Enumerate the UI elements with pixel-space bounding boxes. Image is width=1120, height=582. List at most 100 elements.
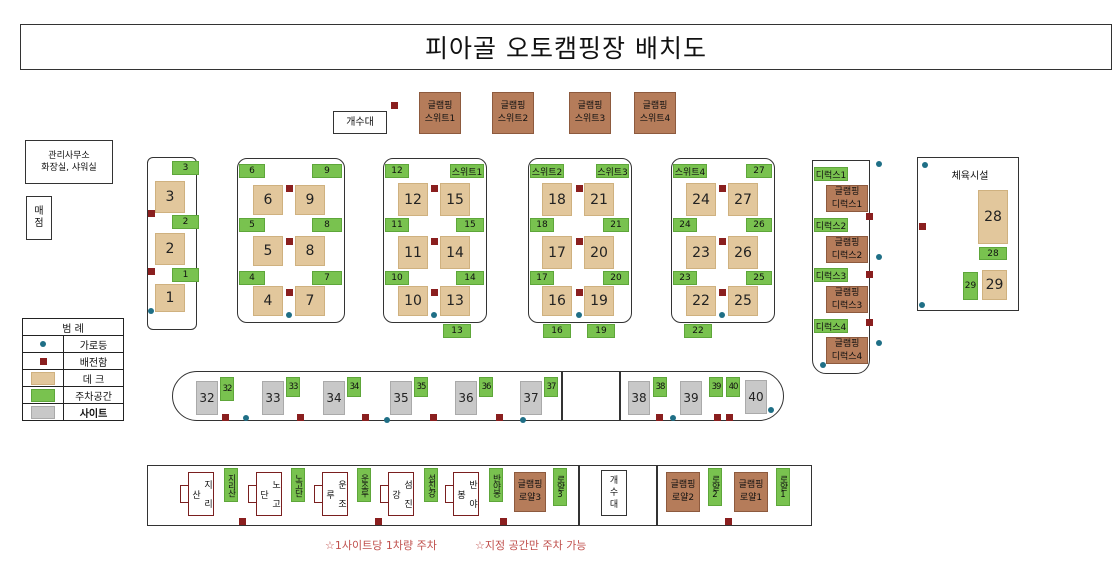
parking-nogodan[interactable]: 노고단: [291, 468, 305, 502]
parking-36[interactable]: 36: [479, 377, 493, 397]
glamping-suite-1[interactable]: 글램핑 스위트1: [419, 92, 461, 134]
parking-royal2[interactable]: 로얄2: [708, 468, 722, 506]
parking-8[interactable]: 8: [312, 218, 342, 232]
parking-suite4[interactable]: 스위트4: [673, 164, 707, 178]
deck-13[interactable]: 13: [440, 286, 470, 316]
site-35[interactable]: 35: [390, 381, 412, 415]
parking-11[interactable]: 11: [385, 218, 409, 232]
parking-27[interactable]: 27: [746, 164, 772, 178]
parking-deluxe4[interactable]: 디럭스4: [814, 319, 848, 333]
glamping-royal-2[interactable]: 글램핑 로얄2: [666, 472, 700, 512]
parking-banyabong[interactable]: 반야봉: [489, 468, 503, 502]
glamping-deluxe-2[interactable]: 글램핑 디럭스2: [826, 236, 868, 263]
glamping-deluxe-1[interactable]: 글램핑 디럭스1: [826, 185, 868, 212]
parking-4[interactable]: 4: [239, 271, 265, 285]
site-38[interactable]: 38: [628, 381, 650, 415]
parking-royal3[interactable]: 로얄3: [553, 468, 567, 506]
deck-15[interactable]: 15: [440, 183, 470, 216]
parking-21[interactable]: 21: [603, 218, 629, 232]
deck-20[interactable]: 20: [584, 236, 614, 269]
hut-jirisan[interactable]: 지 리 산: [188, 472, 214, 516]
deck-14[interactable]: 14: [440, 236, 470, 269]
deck-8[interactable]: 8: [295, 236, 325, 266]
parking-20[interactable]: 20: [603, 271, 629, 285]
parking-2[interactable]: 2: [172, 215, 199, 229]
parking-suite1[interactable]: 스위트1: [450, 164, 484, 178]
deck-25[interactable]: 25: [728, 286, 758, 316]
parking-unjoru[interactable]: 운조루: [357, 468, 371, 502]
parking-deluxe1[interactable]: 디럭스1: [814, 167, 848, 181]
parking-37[interactable]: 37: [544, 377, 558, 397]
deck-9[interactable]: 9: [295, 185, 325, 215]
glamping-suite-2[interactable]: 글램핑 스위트2: [492, 92, 534, 134]
deck-17[interactable]: 17: [542, 236, 572, 269]
parking-10[interactable]: 10: [385, 271, 409, 285]
parking-royal1[interactable]: 로얄1: [776, 468, 790, 506]
glamping-suite-3[interactable]: 글램핑 스위트3: [569, 92, 611, 134]
hut-nogodan[interactable]: 노 고 단: [256, 472, 282, 516]
parking-28[interactable]: 28: [979, 247, 1007, 260]
deck-1[interactable]: 1: [155, 284, 185, 312]
deck-12[interactable]: 12: [398, 183, 428, 216]
deck-6[interactable]: 6: [253, 185, 283, 215]
parking-17[interactable]: 17: [530, 271, 554, 285]
parking-34[interactable]: 34: [347, 377, 361, 397]
parking-14[interactable]: 14: [456, 271, 484, 285]
parking-suite3[interactable]: 스위트3: [596, 164, 629, 178]
parking-12[interactable]: 12: [385, 164, 409, 178]
parking-38[interactable]: 38: [653, 377, 667, 397]
parking-15[interactable]: 15: [456, 218, 484, 232]
site-33[interactable]: 33: [262, 381, 284, 415]
parking-33[interactable]: 33: [286, 377, 300, 397]
site-37[interactable]: 37: [520, 381, 542, 415]
parking-6[interactable]: 6: [239, 164, 265, 178]
site-34[interactable]: 34: [323, 381, 345, 415]
parking-19[interactable]: 19: [587, 324, 615, 338]
site-32[interactable]: 32: [196, 381, 218, 415]
deck-16[interactable]: 16: [542, 286, 572, 316]
site-39[interactable]: 39: [680, 381, 702, 415]
glamping-deluxe-3[interactable]: 글램핑 디럭스3: [826, 286, 868, 313]
hut-unjoru[interactable]: 운 조 루: [322, 472, 348, 516]
parking-29[interactable]: 29: [963, 272, 978, 300]
parking-40[interactable]: 40: [726, 377, 740, 397]
parking-39[interactable]: 39: [709, 377, 723, 397]
deck-10[interactable]: 10: [398, 286, 428, 316]
deck-29[interactable]: 29: [982, 270, 1007, 300]
deck-5[interactable]: 5: [253, 236, 283, 266]
parking-32[interactable]: 32: [220, 377, 234, 401]
parking-7[interactable]: 7: [312, 271, 342, 285]
parking-13[interactable]: 13: [443, 324, 471, 338]
parking-25[interactable]: 25: [746, 271, 772, 285]
parking-22[interactable]: 22: [684, 324, 712, 338]
parking-23[interactable]: 23: [673, 271, 697, 285]
parking-5[interactable]: 5: [239, 218, 265, 232]
parking-26[interactable]: 26: [746, 218, 772, 232]
deck-26[interactable]: 26: [728, 236, 758, 269]
parking-3[interactable]: 3: [172, 161, 199, 175]
glamping-suite-4[interactable]: 글램핑 스위트4: [634, 92, 676, 134]
site-36[interactable]: 36: [455, 381, 477, 415]
deck-21[interactable]: 21: [584, 183, 614, 216]
glamping-royal-1[interactable]: 글램핑 로얄1: [734, 472, 768, 512]
parking-jirisan[interactable]: 지리산: [224, 468, 238, 502]
glamping-deluxe-4[interactable]: 글램핑 디럭스4: [826, 337, 868, 364]
deck-11[interactable]: 11: [398, 236, 428, 269]
parking-24[interactable]: 24: [673, 218, 697, 232]
deck-28[interactable]: 28: [978, 190, 1008, 244]
glamping-royal-3[interactable]: 글램핑 로얄3: [514, 472, 546, 512]
deck-7[interactable]: 7: [295, 286, 325, 316]
parking-16[interactable]: 16: [543, 324, 571, 338]
site-40[interactable]: 40: [745, 380, 767, 414]
deck-3[interactable]: 3: [155, 181, 185, 213]
parking-deluxe3[interactable]: 디럭스3: [814, 268, 848, 282]
parking-seomjingang[interactable]: 섬진강: [424, 468, 438, 502]
hut-seomjingang[interactable]: 섬 진 강: [388, 472, 414, 516]
parking-35[interactable]: 35: [414, 377, 428, 397]
deck-23[interactable]: 23: [686, 236, 716, 269]
deck-27[interactable]: 27: [728, 183, 758, 216]
deck-22[interactable]: 22: [686, 286, 716, 316]
parking-9[interactable]: 9: [312, 164, 342, 178]
hut-banyabong[interactable]: 반 야 봉: [453, 472, 479, 516]
parking-1[interactable]: 1: [172, 268, 199, 282]
